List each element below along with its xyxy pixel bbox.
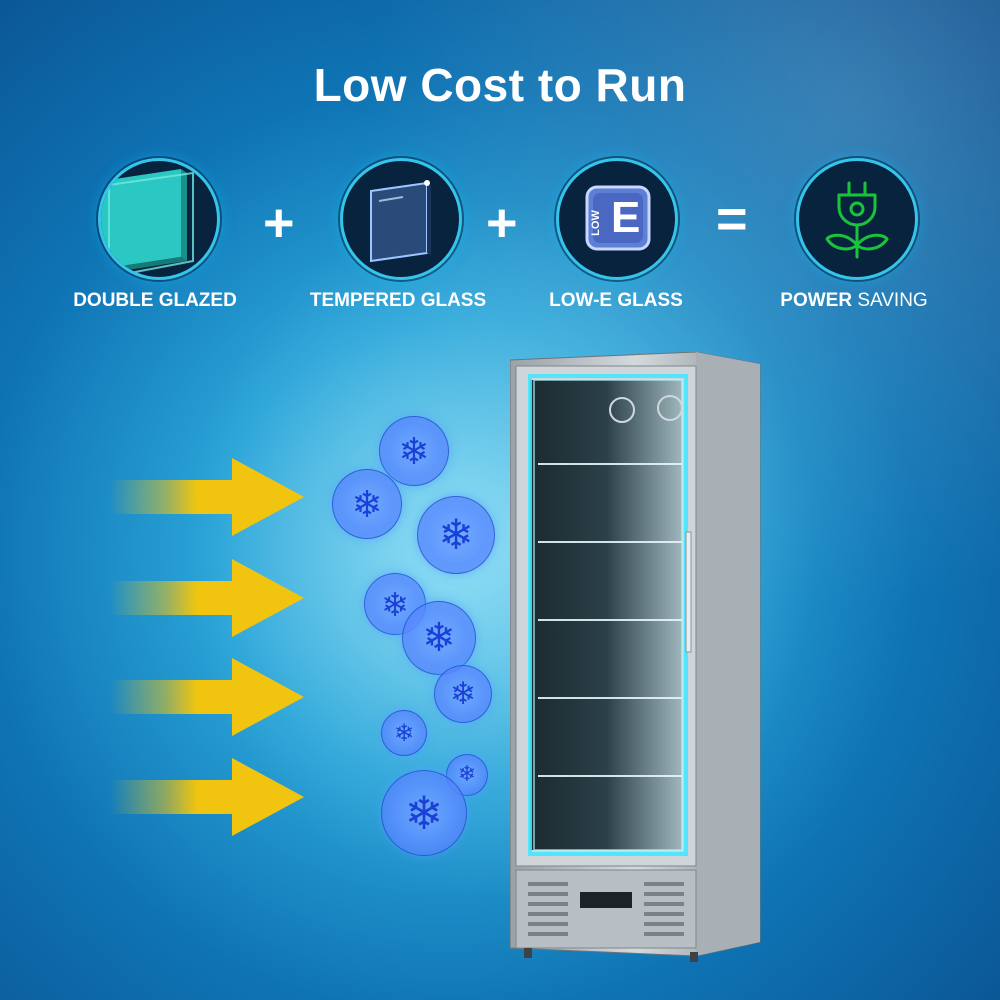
snowflake-icon: ❄ (398, 429, 430, 473)
snowflake-bubble-5: ❄ (402, 601, 476, 675)
double-glazed-badge (98, 158, 220, 280)
tempered-glass-badge (340, 158, 462, 280)
label-saving-light: SAVING (857, 290, 928, 311)
snowflake-icon: ❄ (404, 786, 444, 840)
low-e-side-text: LOW (589, 210, 602, 236)
label-power-saving: POWER SAVING (756, 290, 952, 312)
tempered-glass-icon (370, 180, 431, 263)
double-glass-icon (101, 169, 194, 277)
arrow-2 (110, 559, 304, 637)
arrow-1 (110, 458, 304, 536)
snowflake-icon: ❄ (450, 675, 476, 712)
snowflake-bubble-7: ❄ (381, 710, 427, 756)
snowflake-bubble-9: ❄ (381, 770, 467, 856)
snowflake-icon: ❄ (457, 762, 477, 787)
snowflake-icon: ❄ (351, 482, 383, 526)
plus-operator-1: + (263, 193, 295, 253)
snowflake-icon: ❄ (438, 510, 474, 559)
plug-plant-icon (825, 181, 889, 259)
snowflake-icon: ❄ (422, 615, 456, 661)
low-e-badge: E LOW (556, 158, 678, 280)
snowflake-icon: ❄ (381, 584, 409, 624)
label-low-e-glass: LOW-E GLASS (549, 290, 683, 311)
arrow-3 (110, 658, 304, 736)
snowflake-bubble-2: ❄ (332, 469, 402, 539)
power-saving-badge (796, 158, 918, 280)
plus-operator-2: + (486, 193, 518, 253)
snowflake-bubble-1: ❄ (379, 416, 449, 486)
label-tempered-glass: TEMPERED GLASS (309, 290, 487, 311)
snowflake-bubble-3: ❄ (417, 496, 495, 574)
airflow-arrows (110, 458, 304, 836)
display-fridge (510, 352, 761, 962)
snowflake-bubble-6: ❄ (434, 665, 492, 723)
page-title: Low Cost to Run (313, 59, 687, 111)
low-e-icon (585, 185, 651, 251)
snowflake-icon: ❄ (393, 719, 415, 747)
low-e-letter: E (611, 193, 641, 242)
label-double-glazed: DOUBLE GLAZED (73, 290, 237, 311)
equals-operator: = (716, 189, 748, 249)
arrow-4 (110, 758, 304, 836)
label-power-bold: POWER (780, 290, 853, 311)
